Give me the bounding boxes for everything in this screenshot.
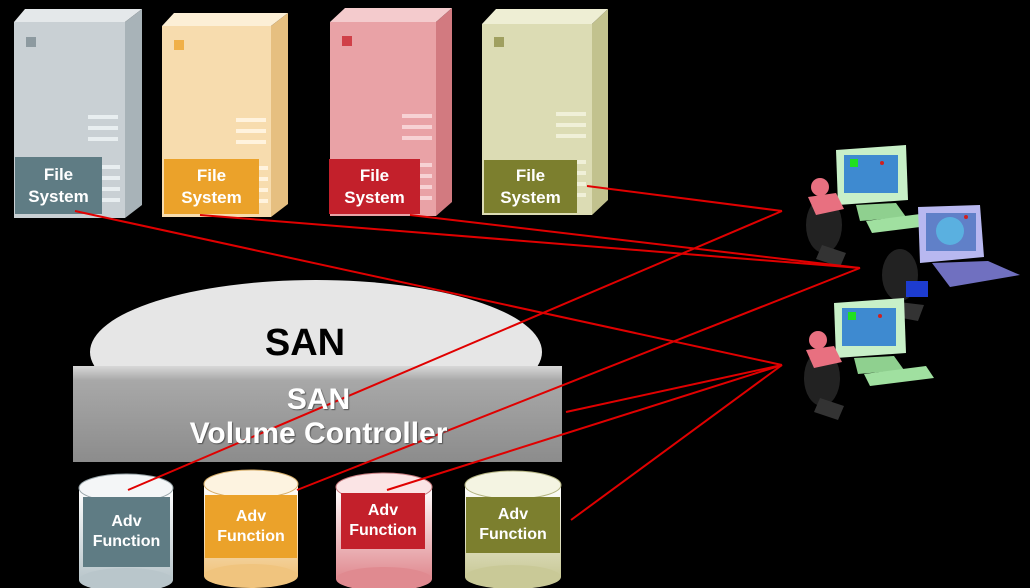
user-workstation-icon bbox=[804, 298, 934, 420]
connector-line bbox=[565, 364, 783, 413]
disk-icon bbox=[464, 470, 562, 588]
user-workstation-icon bbox=[806, 145, 936, 267]
server-label-bg bbox=[484, 160, 577, 213]
connector-line bbox=[74, 210, 783, 366]
connector-line bbox=[570, 364, 783, 521]
san-cloud-label: SAN bbox=[264, 322, 346, 364]
connector-line bbox=[409, 214, 861, 269]
disk-icon bbox=[78, 473, 174, 588]
disk-icon bbox=[203, 469, 299, 588]
connector-line bbox=[586, 185, 783, 212]
volume-controller-label: SAN Volume Controller bbox=[75, 372, 562, 462]
server-label-bg bbox=[164, 159, 259, 214]
volume-controller-line1: SAN bbox=[286, 382, 351, 416]
server-label-bg bbox=[15, 157, 102, 214]
connector-line bbox=[386, 364, 783, 491]
server-label-bg bbox=[329, 159, 420, 214]
user-workstation-icon bbox=[882, 205, 1020, 321]
disk-icon bbox=[335, 472, 433, 588]
connector-line bbox=[296, 267, 861, 491]
volume-controller-line2: Volume Controller bbox=[189, 417, 448, 450]
connector-line bbox=[199, 214, 861, 269]
volume-controller-box bbox=[73, 366, 562, 462]
connector-lines bbox=[74, 185, 861, 521]
connector-line bbox=[127, 210, 783, 491]
